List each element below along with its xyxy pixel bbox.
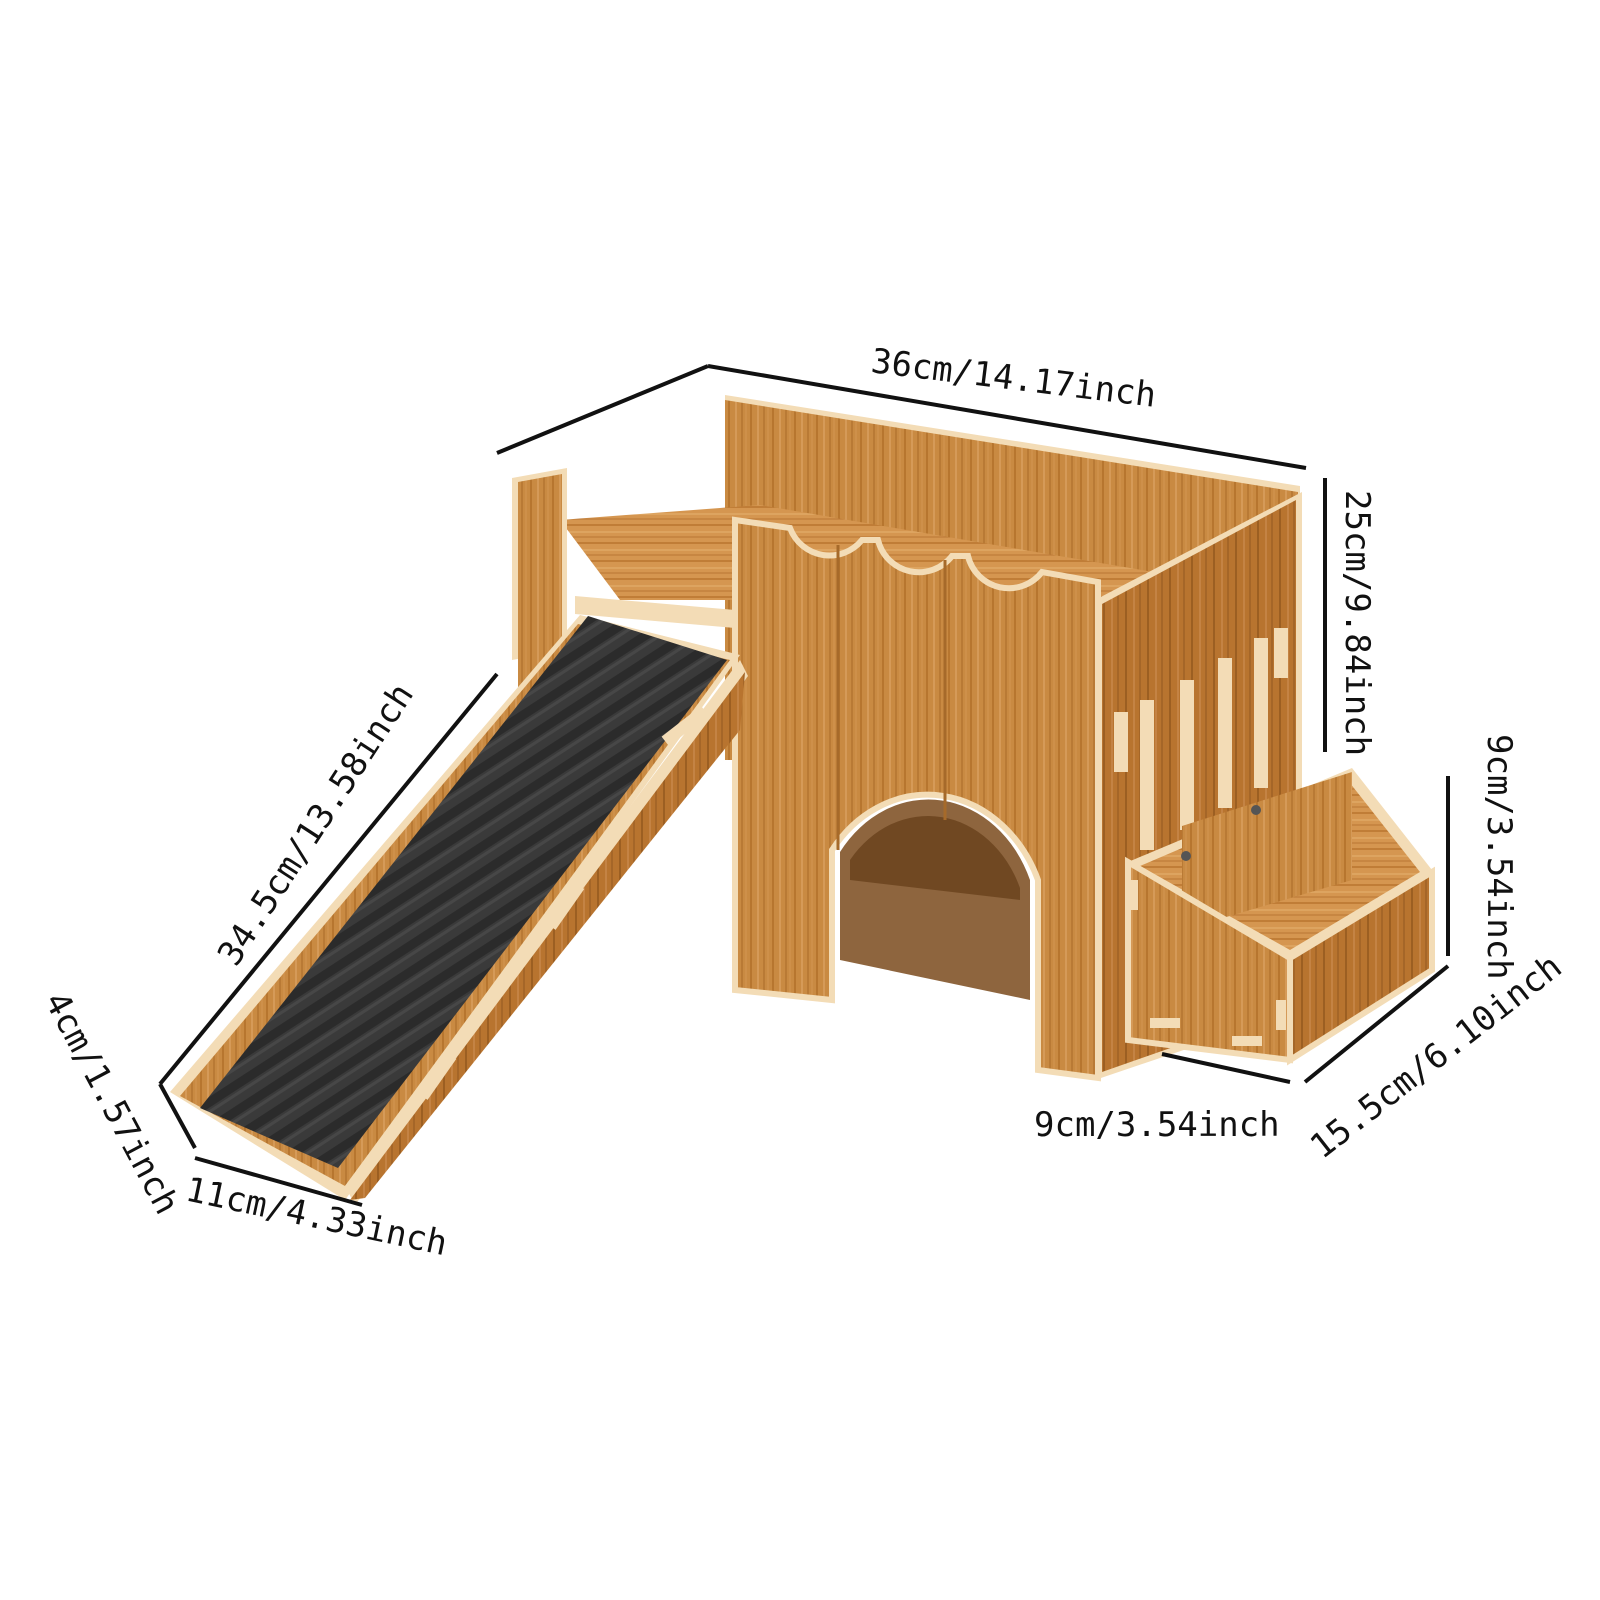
feeder-width-label: 9cm/3.54inch xyxy=(1034,1105,1280,1145)
ramp-height-label: 4cm/1.57inch xyxy=(36,985,187,1221)
feeder-height-label: 9cm/3.54inch xyxy=(1479,734,1519,980)
left-post xyxy=(512,468,567,690)
ramp xyxy=(170,615,748,1205)
hamster-house xyxy=(170,395,1435,1205)
total-height-label: 25cm/9.84inch xyxy=(1337,490,1377,756)
dimension-lines xyxy=(158,364,1450,1207)
total-length-label: 36cm/14.17inch xyxy=(869,341,1158,416)
ramp-tab xyxy=(417,1052,457,1100)
ramp-tab xyxy=(661,705,709,747)
front-facade xyxy=(732,516,1101,1082)
ramp-width-label: 11cm/4.33inch xyxy=(182,1170,451,1264)
ventilation-slots xyxy=(1140,638,1268,850)
ramp-tab xyxy=(545,882,585,930)
feeder-box xyxy=(1125,768,1435,1066)
